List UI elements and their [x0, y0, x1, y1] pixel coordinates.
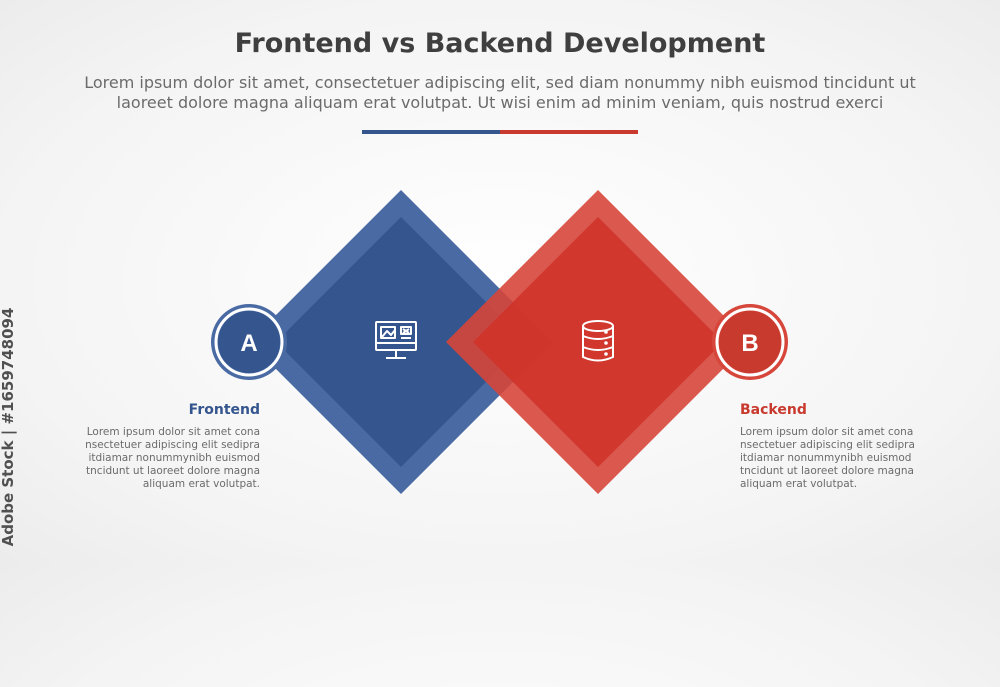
page-title: Frontend vs Backend Development	[234, 28, 766, 59]
badge-b-letter: B	[741, 330, 758, 357]
subtitle-line-1: Lorem ipsum dolor sit amet, consectetuer…	[84, 73, 916, 92]
badge-a: A	[211, 304, 287, 380]
monitor-icon	[375, 321, 417, 359]
backend-title: Backend	[740, 402, 807, 418]
badge-a-letter: A	[240, 330, 257, 357]
divider-red	[500, 130, 638, 134]
subtitle-line-2: laoreet dolore magna aliquam erat volutp…	[116, 93, 884, 112]
frontend-description: Lorem ipsum dolor sit amet cona nsectetu…	[85, 426, 260, 490]
frontend-title: Frontend	[188, 402, 260, 418]
database-icon	[582, 320, 614, 362]
comparison-diagram: A B	[211, 190, 788, 494]
backend-description: Lorem ipsum dolor sit amet cona nsectetu…	[740, 426, 915, 490]
backend-diamond	[446, 190, 750, 494]
page-subtitle: Lorem ipsum dolor sit amet, consectetuer…	[60, 73, 940, 113]
badge-b: B	[712, 304, 788, 380]
stock-watermark: Adobe Stock | #1659748094	[0, 307, 17, 547]
divider-blue	[362, 130, 500, 134]
